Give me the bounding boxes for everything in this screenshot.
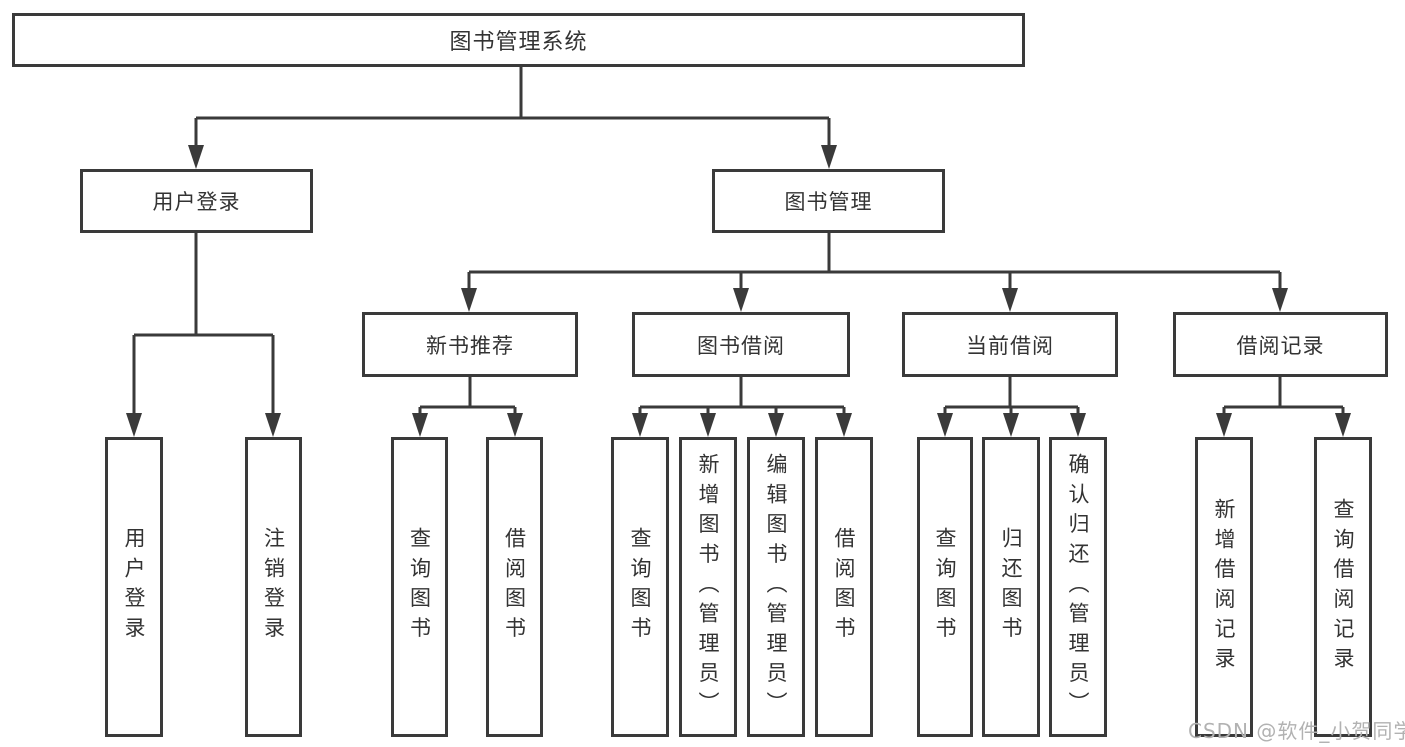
leaf-logout: 注销登录 xyxy=(245,437,302,737)
leaf-query-book-current-label: 查询图书 xyxy=(933,527,957,647)
node-book-management: 图书管理 xyxy=(712,169,945,233)
leaf-query-borrow-record-label: 查询借阅记录 xyxy=(1331,497,1355,677)
node-new-book-recommend: 新书推荐 xyxy=(362,312,578,377)
csdn-watermark: CSDN @软件_小贺同学 xyxy=(1188,719,1405,743)
node-book-management-label: 图书管理 xyxy=(784,190,873,214)
node-user-login-label: 用户登录 xyxy=(152,190,241,214)
leaf-edit-book-admin-label: 编辑图书（管理员） xyxy=(764,452,788,722)
leaf-query-book-recommend: 查询图书 xyxy=(391,437,448,737)
node-root-system: 图书管理系统 xyxy=(12,13,1025,67)
leaf-borrow-book-recommend-label: 借阅图书 xyxy=(502,527,527,647)
node-borrow-records: 借阅记录 xyxy=(1173,312,1388,377)
node-book-borrow-label: 图书借阅 xyxy=(697,333,785,358)
leaf-add-book-admin: 新增图书（管理员） xyxy=(679,437,737,737)
leaf-add-borrow-record-label: 新增借阅记录 xyxy=(1212,497,1236,677)
leaf-query-book-recommend-label: 查询图书 xyxy=(407,527,432,647)
leaf-edit-book-admin: 编辑图书（管理员） xyxy=(747,437,805,737)
leaf-borrow-book-recommend: 借阅图书 xyxy=(486,437,543,737)
leaf-query-borrow-record: 查询借阅记录 xyxy=(1314,437,1372,737)
leaf-add-borrow-record: 新增借阅记录 xyxy=(1195,437,1253,737)
leaf-confirm-return-admin-label: 确认归还（管理员） xyxy=(1066,452,1090,722)
leaf-query-book-borrow-label: 查询图书 xyxy=(628,527,652,647)
leaf-borrow-book: 借阅图书 xyxy=(815,437,873,737)
leaf-return-book-label: 归还图书 xyxy=(999,527,1023,647)
leaf-borrow-book-label: 借阅图书 xyxy=(832,527,856,647)
leaf-return-book: 归还图书 xyxy=(982,437,1040,737)
node-new-book-recommend-label: 新书推荐 xyxy=(426,333,514,358)
node-user-login: 用户登录 xyxy=(80,169,313,233)
node-current-borrow-label: 当前借阅 xyxy=(966,333,1054,358)
node-book-borrow: 图书借阅 xyxy=(632,312,850,377)
leaf-query-book-borrow: 查询图书 xyxy=(611,437,669,737)
leaf-query-book-current: 查询图书 xyxy=(917,437,973,737)
leaf-add-book-admin-label: 新增图书（管理员） xyxy=(696,452,720,722)
leaf-confirm-return-admin: 确认归还（管理员） xyxy=(1049,437,1107,737)
leaf-logout-label: 注销登录 xyxy=(261,527,286,647)
arrowhead-icons xyxy=(126,145,1351,437)
node-current-borrow: 当前借阅 xyxy=(902,312,1118,377)
leaf-user-login: 用户登录 xyxy=(105,437,163,737)
leaf-user-login-label: 用户登录 xyxy=(122,527,146,647)
node-root-label: 图书管理系统 xyxy=(449,30,588,55)
node-borrow-records-label: 借阅记录 xyxy=(1236,333,1325,358)
